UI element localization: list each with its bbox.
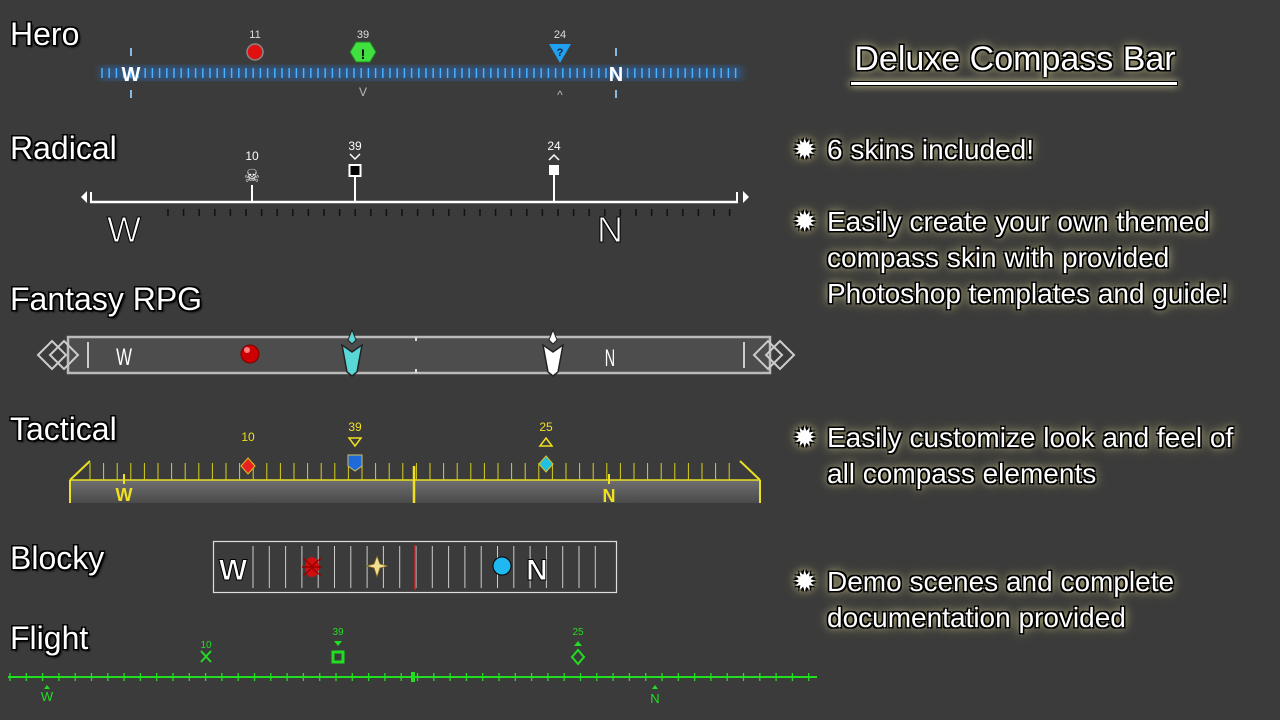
waypoint-arrow-icon bbox=[541, 343, 565, 377]
tactical-west: W bbox=[116, 485, 133, 505]
svg-text:39: 39 bbox=[348, 139, 362, 153]
svg-text:39: 39 bbox=[348, 420, 362, 434]
tactical-ticks bbox=[89, 463, 730, 480]
skin-label-tactical: Tactical bbox=[10, 411, 117, 447]
svg-text:?: ? bbox=[557, 47, 564, 59]
above-indicator-icon bbox=[574, 641, 582, 646]
unknown-marker-icon bbox=[549, 44, 571, 63]
enemy-marker-icon bbox=[240, 457, 256, 475]
feature-item: ✹Easily customize look and feel of all c… bbox=[793, 422, 1234, 489]
svg-text:39: 39 bbox=[332, 627, 344, 638]
flight-north: N bbox=[650, 691, 659, 706]
flight-ticks bbox=[9, 673, 810, 681]
left-arrow-icon bbox=[81, 191, 87, 203]
radical-north: N bbox=[597, 209, 623, 250]
fantasy-north: N bbox=[605, 345, 615, 372]
svg-text:!: ! bbox=[361, 46, 366, 62]
circle-marker-icon bbox=[492, 556, 512, 576]
radical-ticks bbox=[167, 209, 731, 216]
enemy-marker-icon bbox=[246, 43, 264, 61]
compass-radical: W N 10 ☠ 39 24 bbox=[81, 139, 749, 251]
feature-item: ✹Easily create your own themed compass s… bbox=[793, 206, 1229, 309]
right-arrow-icon bbox=[743, 191, 749, 203]
fantasy-west: W bbox=[116, 344, 132, 371]
compass-hero: W N 11 39 ! V 24 ? ^ bbox=[100, 29, 742, 102]
skin-label-radical: Radical bbox=[10, 130, 117, 166]
skull-marker-icon: ☠ bbox=[244, 166, 260, 186]
compass-blocky: W N bbox=[212, 540, 618, 594]
square-marker-icon bbox=[348, 164, 362, 177]
svg-text:25: 25 bbox=[572, 627, 584, 638]
svg-text:25: 25 bbox=[539, 420, 553, 434]
below-indicator-icon bbox=[347, 437, 363, 448]
above-indicator-icon bbox=[538, 436, 554, 447]
svg-text:10: 10 bbox=[245, 149, 259, 163]
feature-item: ✹6 skins included! bbox=[793, 132, 1263, 168]
compass-fantasy: W N bbox=[36, 328, 796, 377]
page-title: Deluxe Compass Bar bbox=[854, 40, 1176, 78]
starburst-icon: ✹ bbox=[793, 566, 817, 597]
tactical-north: N bbox=[603, 486, 616, 506]
below-indicator-icon bbox=[334, 641, 342, 646]
left-ornament-icon bbox=[36, 339, 89, 371]
blocky-west: W bbox=[219, 554, 248, 587]
skin-label-blocky: Blocky bbox=[10, 540, 105, 576]
compass-tactical: W N 10 39 25 bbox=[69, 420, 761, 506]
square-marker-icon bbox=[549, 165, 559, 175]
right-ornament-icon bbox=[743, 339, 796, 371]
x-marker-icon bbox=[200, 650, 212, 663]
hero-north: N bbox=[609, 64, 623, 86]
radical-west: W bbox=[107, 209, 141, 250]
quest-arrow-icon bbox=[340, 343, 364, 377]
blocky-north: N bbox=[526, 554, 548, 587]
center-mark bbox=[411, 672, 415, 682]
diamond-marker-icon bbox=[538, 455, 554, 473]
skin-label-fantasy: Fantasy RPG bbox=[10, 281, 203, 317]
star-marker-icon bbox=[365, 554, 389, 579]
flight-west: W bbox=[41, 689, 54, 704]
svg-text:24: 24 bbox=[547, 139, 561, 153]
skin-label-hero: Hero bbox=[10, 16, 80, 52]
svg-text:10: 10 bbox=[200, 640, 212, 651]
starburst-icon: ✹ bbox=[793, 206, 817, 237]
spider-marker-icon bbox=[302, 557, 322, 577]
below-indicator-icon: V bbox=[359, 85, 367, 99]
hero-west: W bbox=[122, 64, 141, 86]
enemy-marker-icon bbox=[240, 344, 260, 364]
diamond-marker-icon bbox=[570, 648, 586, 666]
compass-flight: W N 10 39 25 bbox=[8, 627, 817, 706]
below-indicator-icon bbox=[349, 153, 361, 161]
feature-item: ✹Demo scenes and complete documentation … bbox=[793, 566, 1175, 633]
square-marker-icon bbox=[331, 650, 345, 664]
skin-label-flight: Flight bbox=[10, 620, 89, 656]
svg-text:10: 10 bbox=[241, 430, 255, 444]
hero-marker-distance: 24 bbox=[554, 29, 566, 41]
starburst-icon: ✹ bbox=[793, 422, 817, 453]
quest-marker-icon bbox=[349, 41, 377, 63]
starburst-icon: ✹ bbox=[793, 134, 817, 165]
blocky-ticks bbox=[252, 546, 596, 588]
title-underline bbox=[850, 81, 1178, 86]
shield-marker-icon bbox=[347, 454, 363, 472]
hero-marker-distance: 39 bbox=[357, 29, 369, 41]
above-indicator-icon bbox=[548, 153, 560, 161]
hero-marker-distance: 11 bbox=[249, 29, 260, 41]
hero-ticks bbox=[101, 68, 737, 78]
compass-skins: W N 11 39 ! V 24 ? ^ W N 10 ☠ 39 24 bbox=[8, 29, 817, 706]
above-indicator-icon: ^ bbox=[557, 88, 563, 102]
